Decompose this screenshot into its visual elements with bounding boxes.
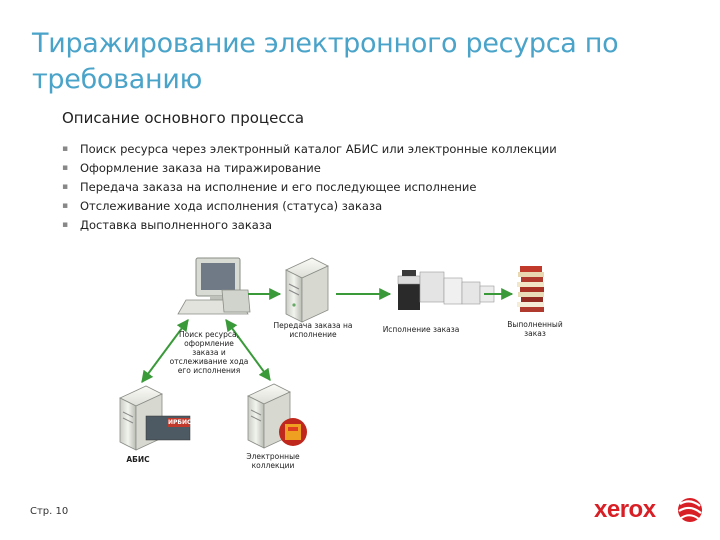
bullet-list: ▪Поиск ресурса через электронный каталог… bbox=[62, 140, 557, 235]
arrow-workstation-collections bbox=[225, 319, 271, 381]
transfer-order-label: Передача заказа на исполнение bbox=[273, 321, 353, 339]
bullet-icon: ▪ bbox=[62, 163, 69, 173]
xerox-sphere-icon bbox=[678, 498, 702, 522]
irbis-badge: ИРБИС bbox=[168, 419, 192, 426]
list-item: ▪Доставка выполненного заказа bbox=[62, 216, 557, 235]
bullet-icon: ▪ bbox=[62, 201, 69, 211]
list-item: ▪Отслеживание хода исполнения (статуса) … bbox=[62, 197, 557, 216]
bullet-icon: ▪ bbox=[62, 182, 69, 192]
done-order-label: Выполненный заказ bbox=[507, 320, 563, 338]
flow-arrows bbox=[141, 288, 514, 383]
e-collections-label: Электронные коллекции bbox=[246, 452, 300, 470]
xerox-logo: xerox bbox=[594, 492, 698, 530]
books-stack-icon bbox=[517, 266, 544, 312]
search-order-label: Поиск ресурса, оформление заказа и отсле… bbox=[169, 330, 249, 375]
slide-title: Тиражирование электронного ресурса по тр… bbox=[32, 28, 619, 95]
abis-label: АБИС bbox=[126, 455, 150, 464]
bullet-icon: ▪ bbox=[62, 220, 69, 230]
abis-server-icon bbox=[119, 385, 191, 451]
list-item: ▪Поиск ресурса через электронный каталог… bbox=[62, 140, 557, 159]
execution-label: Исполнение заказа bbox=[382, 325, 460, 334]
workstation-icon bbox=[177, 257, 251, 315]
list-item: ▪Оформление заказа на тиражирование bbox=[62, 159, 557, 178]
production-printer-icon bbox=[397, 270, 495, 310]
list-item: ▪Передача заказа на исполнение и его пос… bbox=[62, 178, 557, 197]
server-icon bbox=[285, 257, 329, 323]
xerox-logo-text: xerox bbox=[594, 496, 656, 523]
page-number: Стр. 10 bbox=[30, 506, 69, 517]
section-title: Описание основного процесса bbox=[62, 109, 305, 127]
e-collections-server-icon bbox=[247, 383, 307, 449]
bullet-icon: ▪ bbox=[62, 144, 69, 154]
arrow-workstation-abis bbox=[141, 319, 189, 383]
